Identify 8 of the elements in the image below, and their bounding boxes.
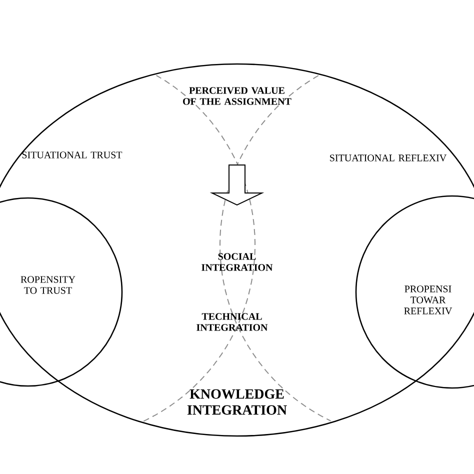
node-label: KNOWLEDGE INTEGRATION (187, 389, 287, 415)
region-label: SOCIAL INTEGRATION (202, 253, 273, 271)
node-label: PERCEIVED VALUE OF THE ASSIGNMENT (183, 87, 292, 105)
region-label: TECHNICAL INTEGRATION (196, 313, 268, 331)
region-label: SITUATIONAL TRUST (22, 152, 122, 158)
node-label: PROPENSI TOWAR REFLEXIV (404, 286, 452, 314)
region-label: SITUATIONAL REFLEXIV (330, 154, 446, 162)
node-label: ROPENSITY TO TRUST (20, 276, 76, 294)
